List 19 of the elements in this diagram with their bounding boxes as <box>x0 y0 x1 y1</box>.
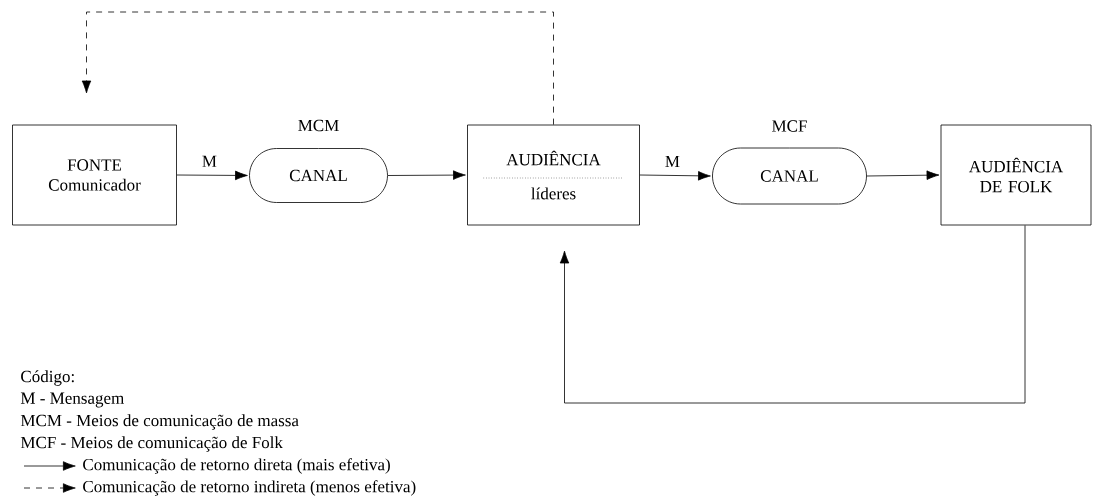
arrow <box>639 171 711 181</box>
process-box: AUDIÊNCIA líderes <box>467 124 640 226</box>
code-text: MCM - Meios de comunicação de massa <box>20 414 299 430</box>
legend-text: Comunicação de retorno indireta (menos efetiva) <box>83 480 416 496</box>
arrow <box>387 170 466 180</box>
channel-label: MCF <box>772 120 807 132</box>
arrow <box>81 11 554 125</box>
arrow <box>176 170 248 181</box>
process-box: FONTE Comunicador <box>12 124 177 226</box>
process-box: AUDIÊNCIA DE FOLK <box>940 124 1092 226</box>
edge-label: M <box>202 155 217 167</box>
code-text: MCF - Meios de comunicação de Folk <box>20 436 283 452</box>
edge-label: M <box>665 155 680 168</box>
code-text: M - Mensagem <box>20 392 124 408</box>
code-text: Código: <box>21 370 74 386</box>
arrow <box>559 225 1026 404</box>
channel-label: MCM <box>298 119 339 132</box>
legend-text: Comunicação de retorno direta (mais efetiva) <box>83 458 390 474</box>
arrow <box>866 170 940 180</box>
